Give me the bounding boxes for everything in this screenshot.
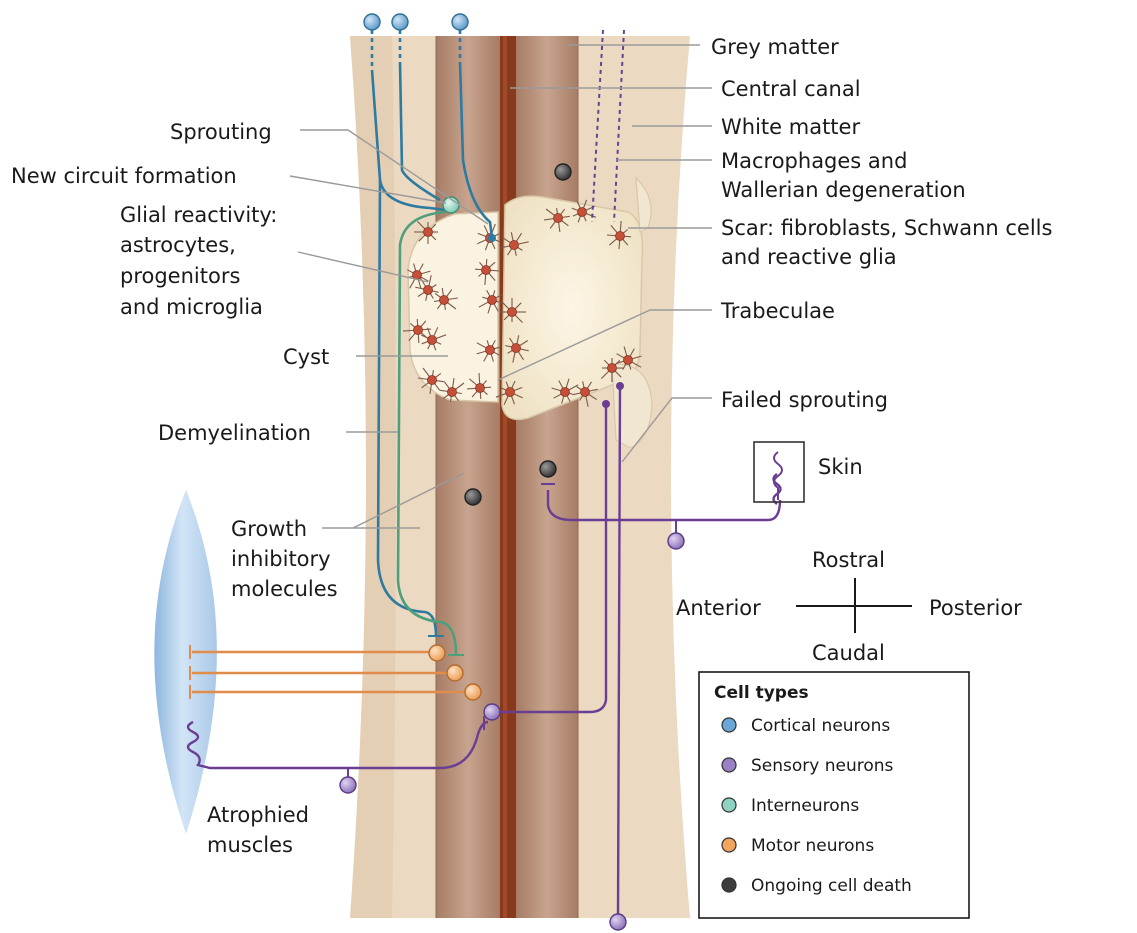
label-demyelination: Demyelination xyxy=(158,421,311,445)
label-scar-line1: Scar: fibroblasts, Schwann cells xyxy=(721,216,1052,240)
label-growth-line3: molecules xyxy=(231,577,338,601)
label-white-matter: White matter xyxy=(721,115,860,139)
label-glial-line1: Glial reactivity: xyxy=(120,203,277,227)
motor-axons xyxy=(190,645,470,699)
label-growth-line1: Growth xyxy=(231,517,307,541)
central-canal xyxy=(500,36,516,918)
label-sprouting: Sprouting xyxy=(170,120,272,144)
label-glial-line2: astrocytes, xyxy=(120,233,236,257)
white-matter-shade xyxy=(350,36,396,918)
label-atrophied-line1: Atrophied xyxy=(207,803,309,827)
label-atrophied-line2: muscles xyxy=(207,833,293,857)
label-macrophages-line2: Wallerian degeneration xyxy=(721,178,966,202)
motor-neuron-3 xyxy=(465,684,481,700)
dying-cell-3 xyxy=(465,489,481,505)
sensory-neuron-3 xyxy=(668,533,684,549)
legend-swatch xyxy=(722,758,736,772)
label-failed-sprouting: Failed sprouting xyxy=(721,388,888,412)
legend-swatch xyxy=(722,838,736,852)
sensory-terminal-1 xyxy=(616,382,624,390)
atrophied-muscle xyxy=(154,490,217,834)
motor-neuron-1 xyxy=(429,645,445,661)
orientation-cross: Rostral Caudal Anterior Posterior xyxy=(676,548,1022,665)
orientation-caudal: Caudal xyxy=(812,641,885,665)
label-growth-line2: inhibitory xyxy=(231,547,331,571)
legend-label: Motor neurons xyxy=(751,836,874,856)
orientation-anterior: Anterior xyxy=(676,596,761,620)
label-skin: Skin xyxy=(818,455,863,479)
cortical-neuron-1 xyxy=(364,14,380,30)
orientation-posterior: Posterior xyxy=(929,596,1022,620)
label-macrophages-line1: Macrophages and xyxy=(721,149,907,173)
label-glial-line4: and microglia xyxy=(120,295,263,319)
label-central-canal: Central canal xyxy=(721,77,861,101)
legend-swatch xyxy=(722,798,736,812)
grey-matter-left xyxy=(436,36,500,918)
legend-swatch xyxy=(722,878,736,892)
sensory-neuron-2 xyxy=(340,777,356,793)
dying-cell-2 xyxy=(540,461,556,477)
label-scar-line2: and reactive glia xyxy=(721,245,897,269)
legend-swatch xyxy=(722,718,736,732)
cortical-neurons xyxy=(364,14,468,30)
sensory-terminal-2 xyxy=(602,400,610,408)
label-glial-line3: progenitors xyxy=(120,264,240,288)
legend-title: Cell types xyxy=(714,683,809,703)
cortical-terminal xyxy=(488,234,496,242)
sensory-neuron-1 xyxy=(484,704,500,720)
legend-label: Cortical neurons xyxy=(751,716,890,736)
label-grey-matter: Grey matter xyxy=(711,35,839,59)
dying-cell-1 xyxy=(555,164,571,180)
orientation-rostral: Rostral xyxy=(812,548,885,572)
cortical-neuron-3 xyxy=(452,14,468,30)
legend-label: Sensory neurons xyxy=(751,756,894,776)
legend-label: Ongoing cell death xyxy=(751,876,912,896)
legend-label: Interneurons xyxy=(751,796,859,816)
label-new-circuit: New circuit formation xyxy=(11,164,237,188)
legend-item: Ongoing cell death xyxy=(722,876,912,896)
label-cyst: Cyst xyxy=(283,345,329,369)
motor-neuron-2 xyxy=(447,665,463,681)
label-trabeculae: Trabeculae xyxy=(720,299,835,323)
cortical-neuron-2 xyxy=(392,14,408,30)
sensory-neuron-4 xyxy=(610,914,626,930)
